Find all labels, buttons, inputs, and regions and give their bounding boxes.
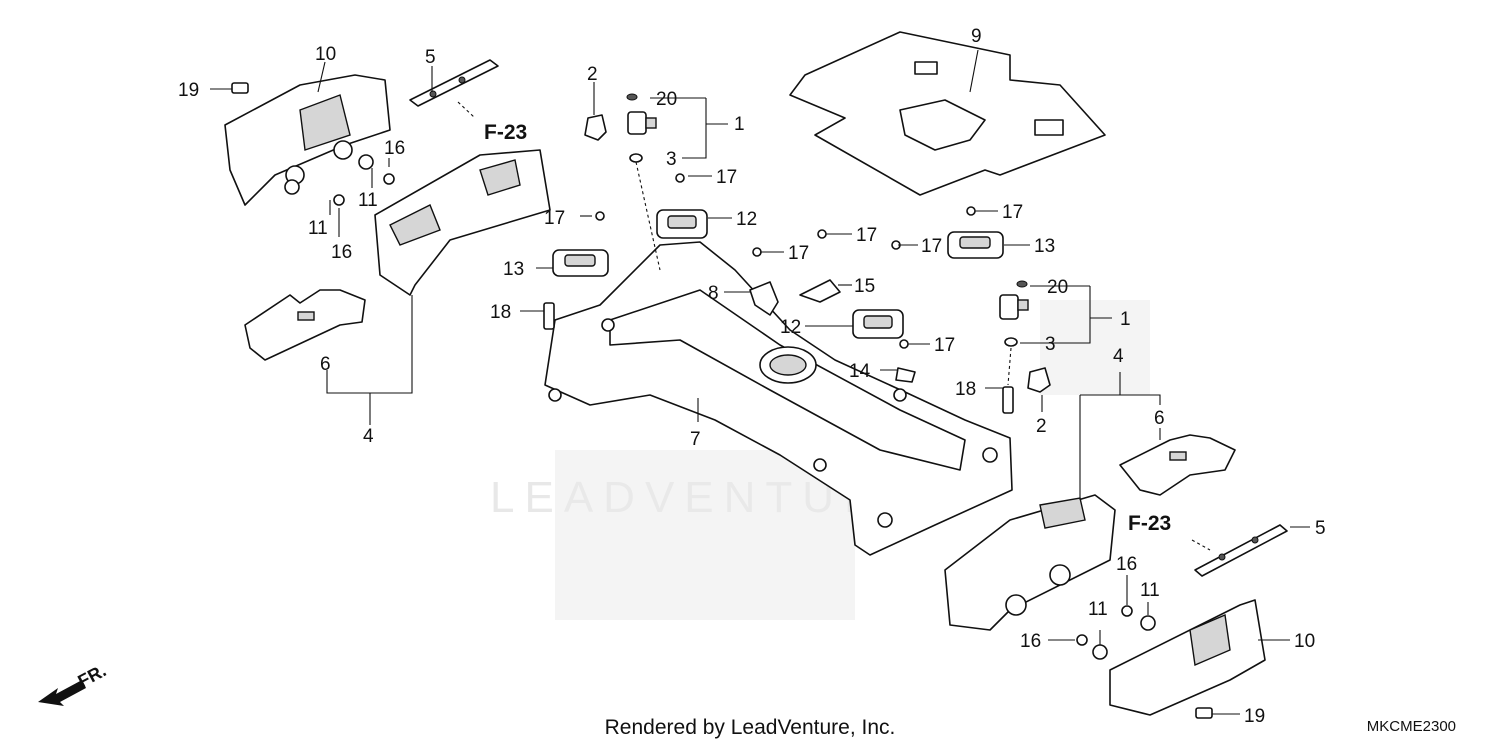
part-10-left-guard — [224, 74, 391, 206]
callout-1-left: 1 — [734, 114, 745, 135]
callout-2-left: 2 — [587, 64, 598, 85]
ref-f23-right: F-23 — [1128, 512, 1171, 535]
callout-17-a: 17 — [716, 167, 737, 188]
footer-credit: Rendered by LeadVenture, Inc. — [604, 716, 896, 739]
callout-19-right: 19 — [1244, 706, 1265, 727]
callout-12-upper: 12 — [736, 209, 757, 230]
part-13-mount-left — [552, 249, 609, 277]
callout-10-left: 10 — [315, 44, 336, 65]
part-5-right-rail — [1194, 524, 1288, 577]
callout-15: 15 — [854, 276, 875, 297]
part-20-oring-right — [1016, 280, 1028, 288]
callout-17-e: 17 — [921, 236, 942, 257]
callout-8: 8 — [708, 283, 719, 304]
part-7-frame — [544, 241, 1013, 556]
callout-13-right: 13 — [1034, 236, 1055, 257]
part-4-right-cover — [944, 494, 1116, 631]
callout-6-left: 6 — [320, 354, 331, 375]
callout-19-left: 19 — [178, 80, 199, 101]
front-arrow-icon: FR. — [38, 660, 109, 706]
callout-16-right-a: 16 — [1116, 554, 1137, 575]
leader-lines — [210, 49, 1310, 715]
callout-3-right: 3 — [1045, 334, 1056, 355]
callout-16-right-b: 16 — [1020, 631, 1041, 652]
callout-6-right: 6 — [1154, 408, 1165, 429]
ref-f23-left: F-23 — [484, 121, 527, 144]
callout-14: 14 — [849, 361, 871, 382]
callout-10-right: 10 — [1294, 631, 1315, 652]
callout-1-right: 1 — [1120, 309, 1131, 330]
ref-labels: F-23 F-23 — [484, 121, 1171, 535]
callout-4-left: 4 — [363, 426, 374, 447]
part-2-elbow-right — [1027, 367, 1051, 393]
part-3-washer-right — [1004, 337, 1018, 347]
callout-2-right: 2 — [1036, 416, 1047, 437]
part-9-panel — [789, 31, 1106, 196]
callout-9: 9 — [971, 26, 982, 47]
callout-20-right: 20 — [1047, 277, 1068, 298]
part-1-fitting-right — [999, 294, 1029, 320]
callout-11-left-a: 11 — [358, 190, 378, 211]
part-12-mount-lower — [852, 309, 904, 339]
dotted-background — [555, 300, 1150, 620]
callouts: 19 10 5 16 11 11 16 6 4 2 20 1 3 17 17 1… — [178, 26, 1326, 727]
callout-3-left: 3 — [666, 149, 677, 170]
part-1-fitting-left — [627, 111, 657, 135]
diagram-code: MKCME2300 — [1366, 718, 1456, 735]
callout-17-b: 17 — [544, 208, 565, 229]
callout-5-left: 5 — [425, 47, 436, 68]
callout-7: 7 — [690, 429, 701, 450]
part-12-mount-upper — [656, 209, 708, 239]
part-5-left-rail — [409, 59, 499, 107]
fasteners — [231, 82, 1213, 719]
part-20-oring-left — [626, 93, 638, 101]
callout-18-right: 18 — [955, 379, 976, 400]
callout-12-lower: 12 — [780, 317, 801, 338]
part-3-washer-left — [629, 153, 643, 163]
callout-4-right: 4 — [1113, 346, 1124, 367]
part-14-clip — [895, 367, 916, 383]
part-4-left-cover — [374, 149, 551, 296]
callout-11-right-a: 11 — [1140, 580, 1160, 601]
callout-13-left: 13 — [503, 259, 524, 280]
part-8-bracket — [749, 281, 779, 316]
callout-11-right-b: 11 — [1088, 599, 1108, 620]
callout-17-f: 17 — [934, 335, 955, 356]
callout-17-g: 17 — [1002, 202, 1023, 223]
part-2-elbow-left — [584, 114, 607, 141]
part-6-right-plate — [1119, 434, 1236, 496]
part-15-bracket — [799, 279, 841, 303]
callout-16-left-a: 16 — [384, 138, 405, 159]
callout-16-left-b: 16 — [331, 242, 352, 263]
part-10-right-guard — [1109, 599, 1266, 716]
part-6-left-plate — [244, 289, 366, 361]
callout-11-left-b: 11 — [308, 218, 328, 239]
callout-18-left: 18 — [490, 302, 511, 323]
callout-17-c: 17 — [788, 243, 809, 264]
callout-20-left: 20 — [656, 89, 677, 110]
callout-17-d: 17 — [856, 225, 877, 246]
part-13-mount-right — [947, 231, 1004, 259]
callout-5-right: 5 — [1315, 518, 1326, 539]
